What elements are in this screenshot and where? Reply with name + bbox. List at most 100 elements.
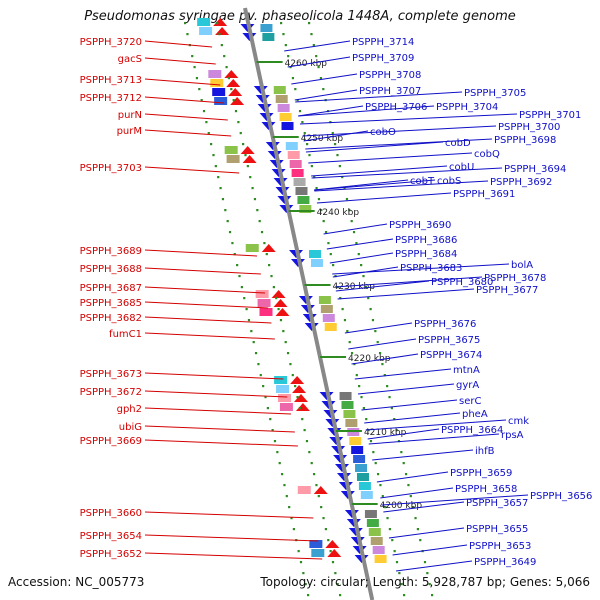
gene-block bbox=[351, 446, 364, 454]
right-gene-label: PSPPH_3677 bbox=[476, 285, 538, 296]
gene-block bbox=[343, 410, 356, 418]
left-gene-label: PSPPH_3689 bbox=[80, 246, 142, 257]
right-gene-label: cobD bbox=[445, 138, 471, 149]
guide-dot bbox=[364, 286, 367, 289]
guide-dot bbox=[277, 308, 280, 311]
right-leader-line bbox=[367, 428, 440, 440]
right-gene-label: PSPPH_3705 bbox=[464, 88, 526, 99]
guide-dot bbox=[216, 22, 219, 25]
guide-dot bbox=[290, 517, 293, 520]
guide-dot bbox=[214, 165, 217, 168]
gene-block bbox=[355, 464, 368, 472]
guide-dot bbox=[244, 154, 247, 157]
guide-dot bbox=[278, 462, 281, 465]
ruler-label: 4220 kbp bbox=[348, 354, 391, 364]
gene-block bbox=[210, 79, 224, 87]
right-gene-label: PSPPH_3686 bbox=[395, 235, 457, 246]
right-leader-line bbox=[357, 383, 455, 395]
guide-dot bbox=[331, 132, 334, 135]
right-gene-label: PSPPH_3707 bbox=[359, 86, 421, 97]
guide-dot bbox=[265, 253, 268, 256]
gene-block bbox=[279, 113, 292, 121]
gene-block bbox=[299, 205, 312, 213]
left-leader-line bbox=[144, 249, 258, 257]
guide-dot bbox=[236, 264, 239, 267]
guide-dot bbox=[303, 132, 306, 135]
right-gene-label: PSPPH_3706 bbox=[365, 102, 427, 113]
guide-dot bbox=[348, 209, 351, 212]
forward-gene-arrow bbox=[275, 308, 290, 316]
gene-block bbox=[257, 299, 271, 307]
gene-block bbox=[259, 308, 273, 316]
gene-block bbox=[310, 259, 323, 267]
guide-dot bbox=[336, 154, 339, 157]
right-gene-label: PSPPH_3653 bbox=[469, 541, 531, 552]
guide-dot bbox=[247, 319, 251, 322]
forward-gene-arrow bbox=[226, 79, 241, 87]
right-gene-label: PSPPH_3709 bbox=[352, 53, 414, 64]
left-leader-line bbox=[144, 78, 221, 86]
gene-block bbox=[212, 88, 226, 96]
guide-dot bbox=[259, 374, 262, 377]
forward-gene-arrow bbox=[273, 299, 288, 307]
guide-dot bbox=[298, 407, 301, 410]
gene-block bbox=[224, 146, 238, 154]
right-gene-label: pheA bbox=[462, 409, 488, 420]
gene-block bbox=[279, 403, 293, 411]
guide-dot bbox=[223, 55, 226, 58]
right-gene-label: PSPPH_3684 bbox=[395, 249, 457, 260]
right-leader-line bbox=[299, 113, 518, 125]
guide-dot bbox=[220, 44, 223, 47]
guide-dot bbox=[395, 561, 399, 564]
right-gene-label: PSPPH_3659 bbox=[450, 468, 512, 479]
right-leader-line bbox=[295, 91, 463, 103]
guide-dot bbox=[257, 363, 260, 366]
guide-dot bbox=[400, 583, 403, 586]
guide-dot bbox=[336, 583, 339, 586]
guide-dot bbox=[260, 231, 264, 234]
guide-dot bbox=[360, 264, 363, 267]
guide-dot bbox=[352, 231, 356, 234]
forward-gene-arrow bbox=[295, 403, 310, 411]
guide-dot bbox=[285, 495, 288, 498]
guide-dot bbox=[286, 352, 290, 355]
guide-dot bbox=[280, 22, 283, 25]
gene-block bbox=[276, 385, 290, 393]
guide-dot bbox=[271, 429, 274, 432]
left-gene-label: PSPPH_3654 bbox=[80, 531, 142, 542]
guide-dot bbox=[308, 22, 311, 25]
guide-dot bbox=[289, 66, 292, 69]
forward-gene-arrow bbox=[242, 155, 257, 163]
right-leader-line bbox=[326, 238, 394, 250]
right-leader-line bbox=[334, 276, 483, 288]
guide-dot bbox=[301, 121, 304, 124]
guide-dot bbox=[317, 495, 320, 498]
right-leader-line bbox=[395, 560, 473, 572]
left-gene-label: ubiG bbox=[119, 422, 142, 433]
guide-dot bbox=[279, 319, 283, 322]
guide-dot bbox=[242, 143, 245, 146]
right-leader-line bbox=[305, 138, 493, 150]
left-leader-line bbox=[144, 40, 213, 48]
guide-dot bbox=[234, 110, 238, 113]
right-leader-line bbox=[337, 288, 475, 300]
guide-dot bbox=[312, 44, 315, 47]
right-gene-label: PSPPH_3700 bbox=[498, 122, 560, 133]
left-leader-line bbox=[144, 332, 275, 340]
gene-block bbox=[324, 323, 337, 331]
guide-dot bbox=[416, 528, 419, 531]
gene-block bbox=[260, 24, 273, 32]
gene-block bbox=[197, 18, 211, 26]
right-gene-label: bolA bbox=[511, 260, 533, 271]
right-leader-line bbox=[368, 433, 500, 445]
guide-dot bbox=[353, 363, 356, 366]
right-leader-line bbox=[329, 252, 394, 264]
guide-dot bbox=[308, 451, 311, 454]
gene-block bbox=[277, 104, 290, 112]
gene-block bbox=[297, 196, 310, 204]
left-leader-line bbox=[144, 552, 323, 560]
right-gene-label: PSPPH_3678 bbox=[484, 273, 546, 284]
right-gene-label: cobQ bbox=[474, 149, 500, 160]
gene-block bbox=[274, 376, 288, 384]
guide-dot bbox=[315, 484, 318, 487]
